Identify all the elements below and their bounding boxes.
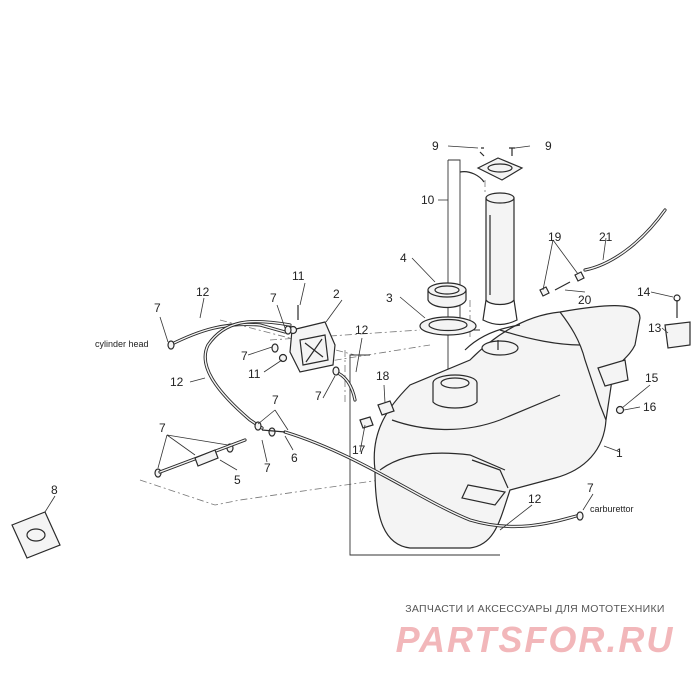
watermark-logo: PARTSFOR.RU [395, 619, 675, 660]
callout-12-c: 12 [170, 375, 184, 389]
callout-17: 17 [352, 443, 366, 457]
callout-21: 21 [599, 230, 613, 244]
note-carburettor: carburettor [590, 504, 634, 514]
callout-7-f: 7 [272, 393, 279, 407]
leader-lines [44, 145, 674, 531]
fuel-pump [278, 305, 336, 373]
callout-labels: 1 2 3 4 5 6 7 7 7 7 7 7 7 7 8 9 9 10 11 … [51, 139, 662, 514]
fitting-19-20 [539, 271, 585, 297]
callout-20: 20 [578, 293, 592, 307]
valve-17 [359, 416, 374, 429]
callout-7-b: 7 [270, 291, 277, 305]
callout-14: 14 [637, 285, 651, 299]
callout-7-e: 7 [159, 421, 166, 435]
fuel-tank [373, 305, 641, 549]
nut-16 [615, 405, 625, 415]
hose-clamps-7 [154, 325, 584, 521]
screws-9 [479, 147, 515, 157]
callout-1: 1 [616, 446, 623, 460]
callout-13: 13 [648, 321, 662, 335]
callout-7-a: 7 [154, 301, 161, 315]
callout-19: 19 [548, 230, 562, 244]
fitting-6 [261, 429, 286, 433]
vent-hose-21 [583, 208, 667, 272]
callout-9-a: 9 [432, 139, 439, 153]
watermark: ЗАПЧАСТИ И АКСЕССУАРЫ ДЛЯ МОТОТЕХНИКИ PA… [385, 603, 685, 661]
callout-6: 6 [291, 451, 298, 465]
callout-7-c: 7 [241, 349, 248, 363]
callout-3: 3 [386, 291, 393, 305]
clip-18 [377, 400, 395, 416]
callout-7-g: 7 [264, 461, 271, 475]
watermark-caption: ЗАПЧАСТИ И АКСЕССУАРЫ ДЛЯ МОТОТЕХНИКИ [405, 603, 665, 615]
callout-12-b: 12 [355, 323, 369, 337]
callout-4: 4 [400, 251, 407, 265]
callout-7-d: 7 [315, 389, 322, 403]
hoses-12 [168, 319, 582, 528]
callout-8: 8 [51, 483, 58, 497]
callout-18: 18 [376, 369, 390, 383]
callout-9-b: 9 [545, 139, 552, 153]
callout-7-h: 7 [587, 481, 594, 495]
callout-10: 10 [421, 193, 435, 207]
callout-2: 2 [333, 287, 340, 301]
callout-16: 16 [643, 400, 657, 414]
gasket-8 [11, 511, 61, 559]
fuel-cap [427, 282, 467, 309]
note-cylinder-head: cylinder head [95, 339, 149, 349]
callout-12-d: 12 [528, 492, 542, 506]
cap-gasket-ring [419, 316, 477, 336]
callout-11-a: 11 [292, 269, 305, 283]
callout-11-b: 11 [248, 367, 261, 381]
bracket-13 [664, 294, 691, 349]
callout-5: 5 [234, 473, 241, 487]
fuel-filter-5 [158, 438, 247, 474]
fuel-level-sender [459, 157, 524, 350]
callout-15: 15 [645, 371, 659, 385]
callout-12-a: 12 [196, 285, 210, 299]
